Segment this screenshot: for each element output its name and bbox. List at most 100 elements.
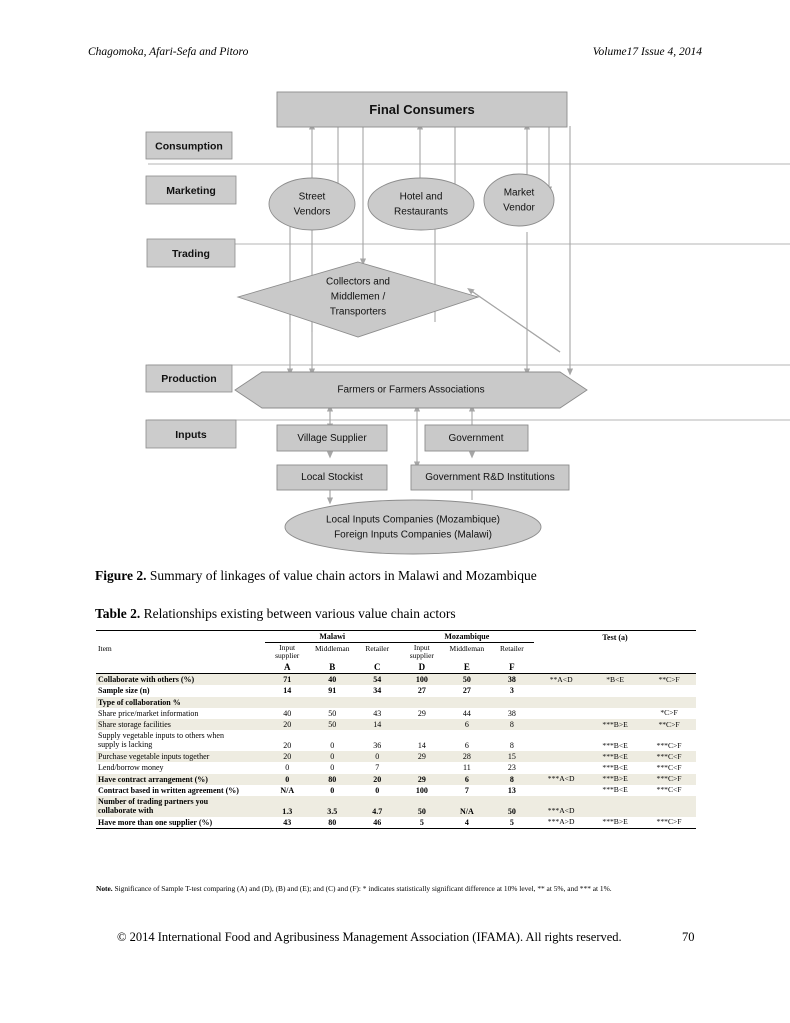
row-value-C: 54 <box>354 673 400 686</box>
row-value-F: 38 <box>489 673 535 686</box>
stage-box-trading: Trading <box>146 238 236 268</box>
node-local-stockist: Local Stockist <box>276 464 388 491</box>
page-footer: © 2014 International Food and Agribusine… <box>0 930 790 950</box>
node-label-government-rd: Government R&D Institutions <box>425 472 555 483</box>
node-label-collectors-line1: Collectors and <box>326 277 390 288</box>
row-value-A: 0 <box>264 773 310 785</box>
row-item-label: Contract based in written agreement (%) <box>98 785 239 795</box>
row-value-C <box>354 696 400 708</box>
row-value-C: 0 <box>354 751 400 763</box>
node-village-supplier: Village Supplier <box>276 424 388 452</box>
stage-label-trading: Trading <box>172 248 210 260</box>
row-test-1 <box>534 719 589 731</box>
sub-header-moz-input-supplier: Input supplier <box>400 643 445 661</box>
row-value-B: 0 <box>330 763 335 773</box>
table-row: Contract based in written agreement (%)N… <box>96 785 696 796</box>
row-value-D: 5 <box>399 816 445 830</box>
row-value-B: 80 <box>309 773 355 785</box>
node-label-street-vendors-line1: Street <box>299 192 326 203</box>
row-value-D: 29 <box>399 773 445 785</box>
letter-cell-a: A <box>283 661 291 672</box>
group-header-item <box>96 629 265 643</box>
row-value-D: 100 <box>399 673 445 686</box>
row-item-label: Have more than one supplier (%) <box>96 816 265 830</box>
figure-caption-text: Summary of linkages of value chain actor… <box>146 568 537 583</box>
table-row: Type of collaboration % <box>96 696 696 708</box>
row-value-B: 0 <box>330 785 335 795</box>
running-head-authors: Chagomoka, Afari-Sefa and Pitoro <box>88 46 249 58</box>
row-value-F: 8 <box>489 719 535 731</box>
row-test-3: ***C<F <box>656 762 682 772</box>
node-label-hotel-line2: Restaurants <box>394 207 448 218</box>
row-value-F: 15 <box>489 751 535 763</box>
table-letter-row: A B C D E F <box>96 661 696 674</box>
row-test-1: ***A<D <box>534 773 589 785</box>
table-2-wrapper: Malawi Mozambique Test (a) Item Input su… <box>96 629 696 830</box>
letter-cell-e: E <box>463 661 470 672</box>
sub-header-moz-middleman: Middleman <box>449 644 485 654</box>
row-test-1 <box>534 708 588 719</box>
row-value-D <box>399 719 445 731</box>
row-test-2 <box>588 795 643 817</box>
table-note-text: Significance of Sample T-test comparing … <box>112 884 612 893</box>
row-value-F: 8 <box>509 741 514 751</box>
row-value-C: 20 <box>354 773 400 785</box>
row-test-1 <box>534 785 588 796</box>
figure-caption-label: Figure 2. <box>95 568 147 583</box>
row-value-D: 29 <box>417 708 426 718</box>
node-farmers-associations: Farmers or Farmers Associations <box>234 371 588 409</box>
row-value-E: 6 <box>444 719 490 731</box>
row-test-2: ***B<E <box>588 751 643 763</box>
row-item-label: Type of collaboration % <box>96 696 265 708</box>
row-value-C: 46 <box>354 816 400 830</box>
row-value-F: 8 <box>489 773 535 785</box>
row-value-E: 4 <box>444 816 490 830</box>
stage-box-marketing: Marketing <box>145 175 237 205</box>
running-head: Chagomoka, Afari-Sefa and Pitoro Volume1… <box>88 46 702 62</box>
arrow-market-vendor-diagonal <box>469 289 561 353</box>
row-item-label: Sample size (n) <box>98 686 150 696</box>
row-test-2: ***B<E <box>602 762 628 772</box>
sub-header-line2: supplier <box>409 651 434 661</box>
row-test-1 <box>534 751 589 763</box>
stage-label-consumption: Consumption <box>155 140 223 152</box>
row-value-D: 27 <box>417 686 426 696</box>
letter-cell-d: D <box>418 661 426 672</box>
row-test-1: ***A>D <box>534 816 589 830</box>
table-head: Malawi Mozambique Test (a) Item Input su… <box>96 629 696 674</box>
row-item-label: Have contract arrangement (%) <box>96 773 265 785</box>
row-value-A: 20 <box>283 741 292 751</box>
node-label-farmers: Farmers or Farmers Associations <box>337 385 484 396</box>
row-test-3: ***C>F <box>642 773 696 785</box>
row-test-2: ***B<E <box>602 740 628 750</box>
footer-page-number: 70 <box>682 930 695 944</box>
node-label-market-vendor-line2: Vendor <box>503 203 535 214</box>
row-value-A: 40 <box>283 708 292 718</box>
row-value-B: 80 <box>309 816 355 830</box>
figure-caption: Figure 2. Summary of linkages of value c… <box>95 568 537 584</box>
node-market-vendor: Market Vendor <box>483 173 555 227</box>
letter-cell-blank <box>96 661 265 674</box>
group-header-test: Test (a) <box>534 629 696 643</box>
sub-header-malawi-retailer: Retailer <box>365 644 390 654</box>
row-test-2 <box>588 708 642 719</box>
row-test-1 <box>534 696 589 708</box>
stage-box-production: Production <box>145 364 233 393</box>
stage-label-inputs: Inputs <box>175 429 207 441</box>
node-label-market-vendor-line1: Market <box>504 188 535 199</box>
row-test-3: ***C<F <box>642 751 696 763</box>
row-value-A: 1.3 <box>264 795 310 817</box>
node-government: Government <box>424 424 529 452</box>
node-inputs-companies: Local Inputs Companies (Mozambique) Fore… <box>284 499 542 555</box>
row-value-E: 44 <box>462 708 471 718</box>
row-value-D: 14 <box>417 741 426 751</box>
node-label-hotel-line1: Hotel and <box>400 192 443 203</box>
value-chain-diagram: Consumption Marketing Trading Production… <box>0 82 790 560</box>
node-label-village-supplier: Village Supplier <box>297 433 367 444</box>
row-value-E: 50 <box>444 673 490 686</box>
